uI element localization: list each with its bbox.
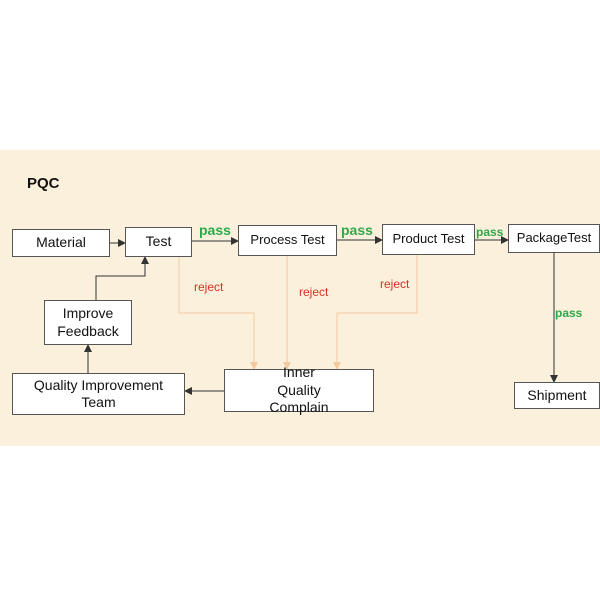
node-process-test: Process Test (238, 225, 337, 256)
label-pass-product-package: pass (476, 225, 504, 239)
node-material: Material (12, 229, 110, 257)
node-quality-improvement-team: Quality Improvement Team (12, 373, 185, 415)
label-reject-test: reject (194, 280, 224, 294)
node-product-test: Product Test (382, 224, 475, 255)
label-reject-product: reject (380, 277, 410, 291)
node-test: Test (125, 227, 192, 257)
node-shipment: Shipment (514, 382, 600, 409)
node-package-test: PackageTest (508, 224, 600, 253)
label-pass-process-product: pass (341, 222, 373, 238)
label-reject-process: reject (299, 285, 329, 299)
node-improve-feedback: Improve Feedback (44, 300, 132, 345)
diagram-title: PQC (27, 175, 60, 192)
label-pass-test-process: pass (199, 222, 231, 238)
node-inner-quality-complain: Inner Quality Complain (224, 364, 374, 415)
label-pass-package-shipment: pass (555, 306, 583, 320)
